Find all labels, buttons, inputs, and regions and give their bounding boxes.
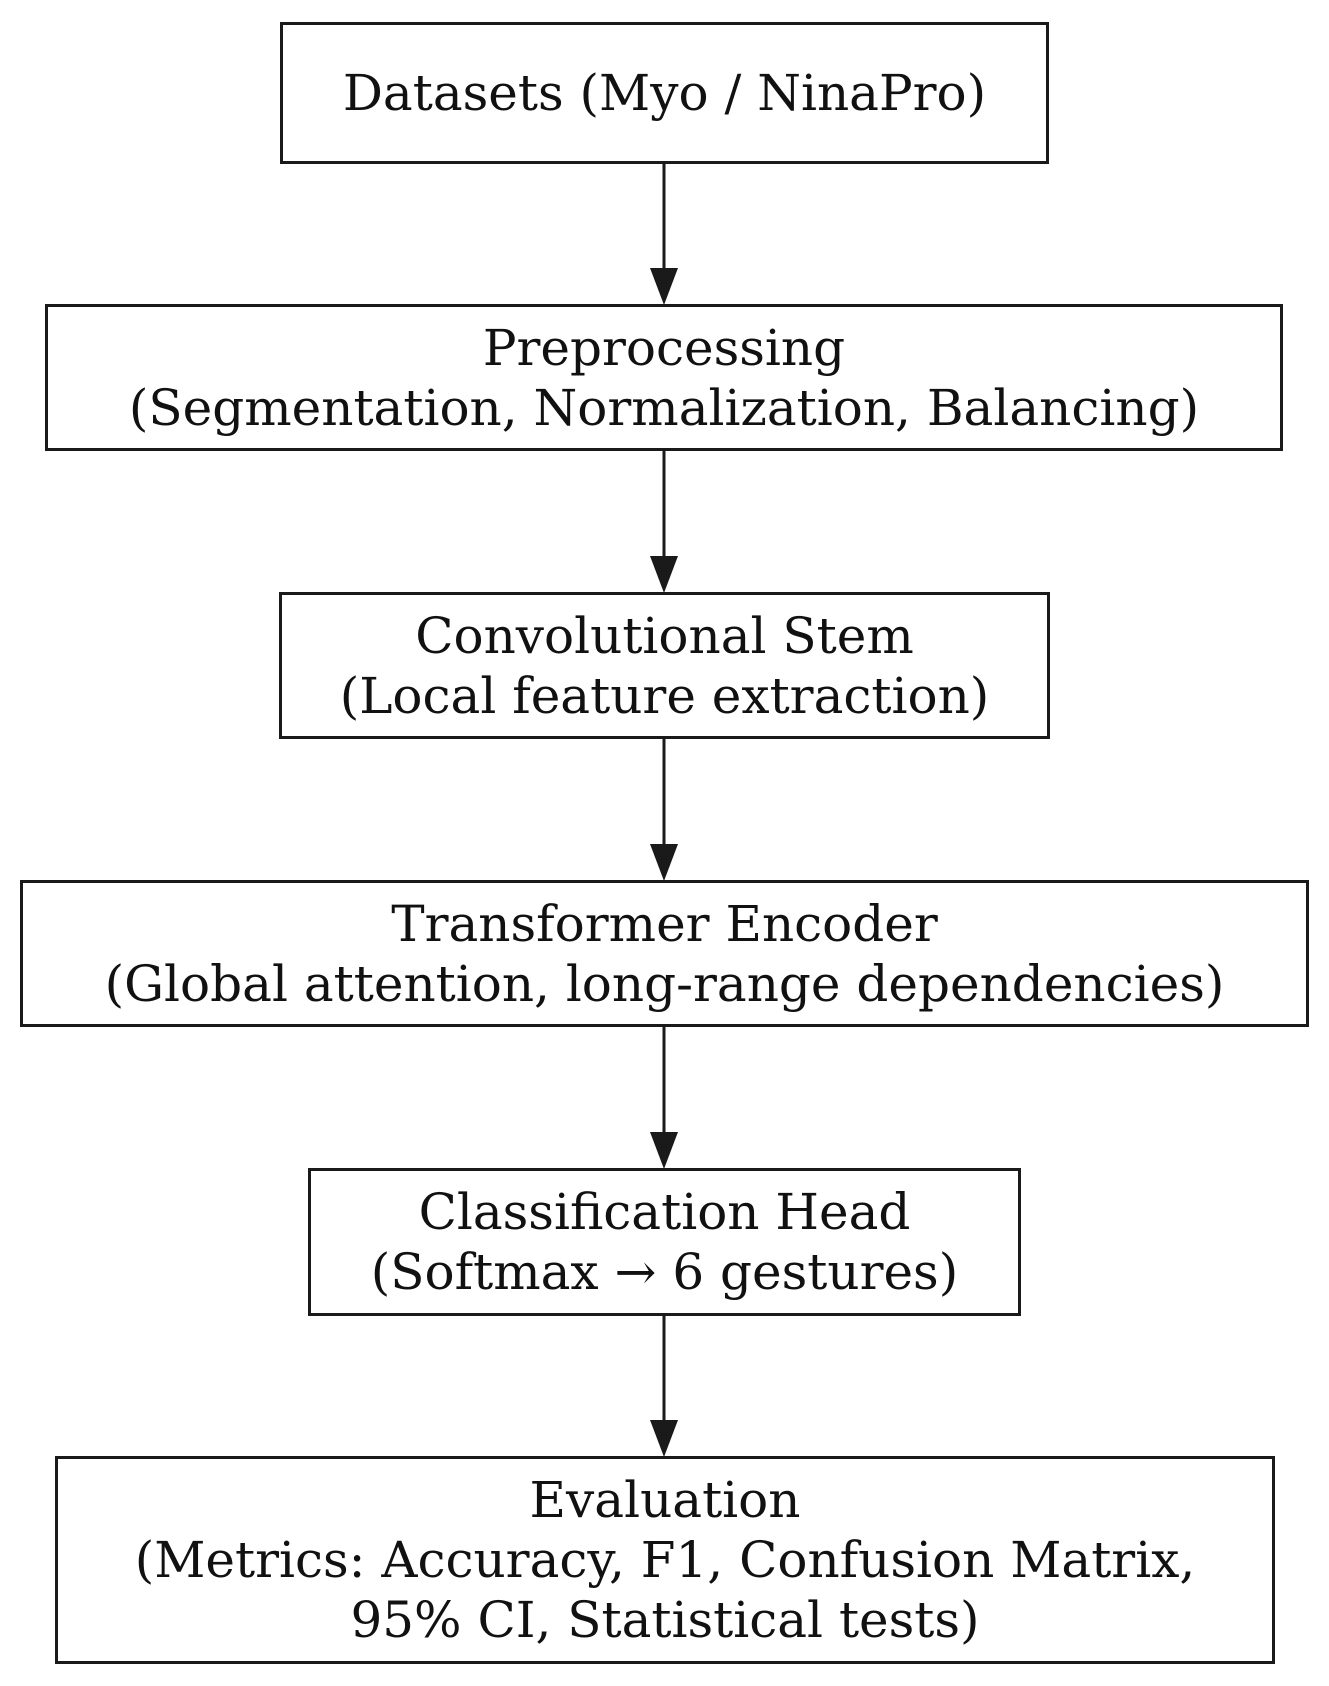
- node-preprocessing-subtitle: (Segmentation, Normalization, Balancing): [128, 378, 1200, 437]
- arrowhead-icon: [650, 844, 678, 881]
- node-datasets: Datasets (Myo / NinaPro): [280, 22, 1049, 164]
- node-transformer-title: Transformer Encoder: [391, 894, 938, 953]
- node-conv-stem-title: Convolutional Stem: [415, 606, 914, 665]
- node-classification-title: Classification Head: [418, 1183, 911, 1241]
- arrowhead-icon: [650, 1420, 678, 1457]
- node-evaluation: Evaluation (Metrics: Accuracy, F1, Confu…: [55, 1456, 1275, 1664]
- node-evaluation-subtitle-2: 95% CI, Statistical tests): [350, 1591, 980, 1649]
- node-preprocessing: Preprocessing (Segmentation, Normalizati…: [45, 304, 1283, 451]
- node-evaluation-title: Evaluation: [529, 1471, 801, 1529]
- arrowhead-icon: [650, 268, 678, 305]
- node-classification-subtitle: (Softmax → 6 gestures): [370, 1243, 959, 1301]
- node-preprocessing-title: Preprocessing: [482, 318, 846, 377]
- arrowhead-icon: [650, 1132, 678, 1169]
- node-classification: Classification Head (Softmax → 6 gesture…: [308, 1168, 1021, 1316]
- node-transformer-subtitle: (Global attention, long-range dependenci…: [104, 954, 1225, 1013]
- node-transformer: Transformer Encoder (Global attention, l…: [20, 880, 1309, 1027]
- node-datasets-title: Datasets (Myo / NinaPro): [342, 64, 987, 122]
- node-conv-stem: Convolutional Stem (Local feature extrac…: [279, 592, 1050, 739]
- node-conv-stem-subtitle: (Local feature extraction): [339, 666, 990, 725]
- node-evaluation-subtitle: (Metrics: Accuracy, F1, Confusion Matrix…: [134, 1531, 1196, 1589]
- arrowhead-icon: [650, 556, 678, 593]
